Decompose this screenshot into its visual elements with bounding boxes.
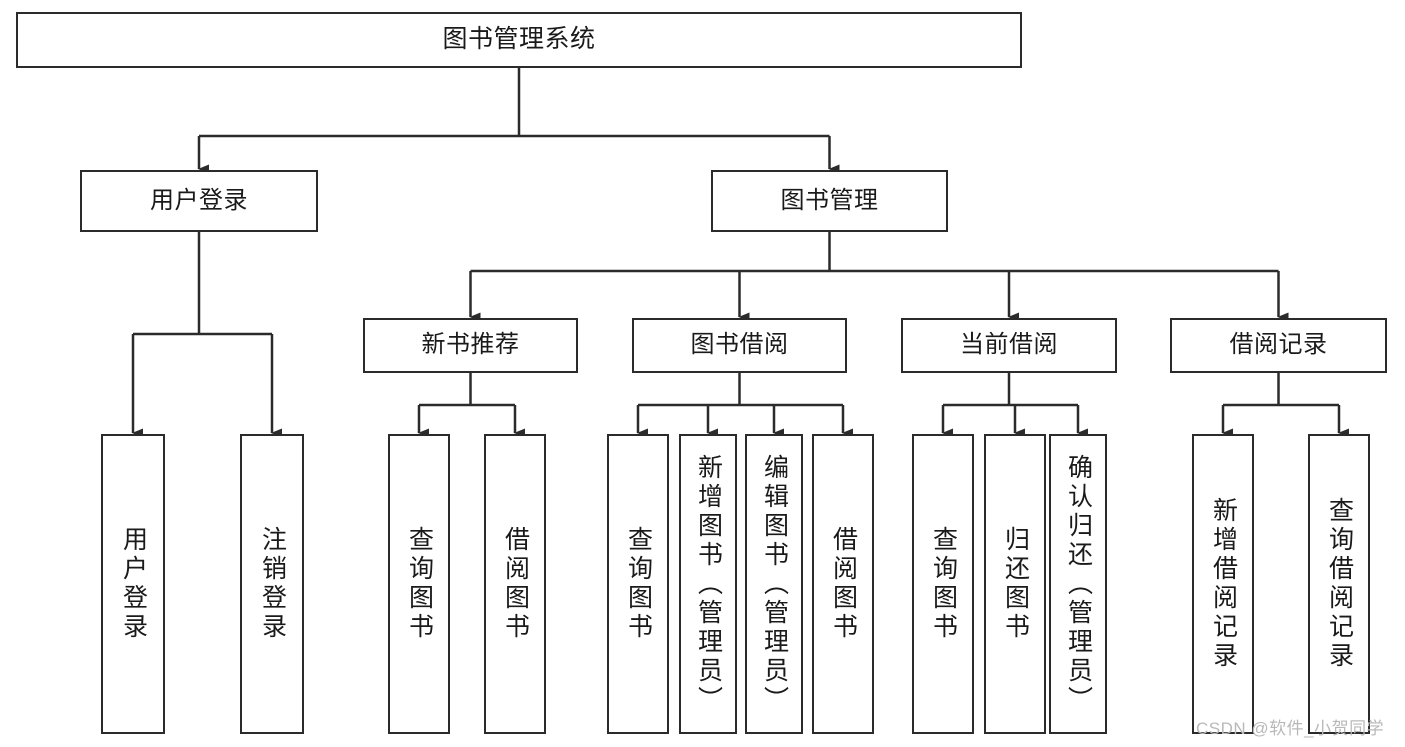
node-label: 新增图书（管理员） [694, 453, 723, 715]
node-label: 图书管理系统 [442, 25, 596, 54]
node-leaf-return-book[interactable]: 归还图书 [984, 434, 1046, 734]
node-book-borrow[interactable]: 图书借阅 [632, 318, 847, 373]
node-label: 用户登录 [150, 186, 248, 214]
node-leaf-add-record[interactable]: 新增借阅记录 [1192, 434, 1254, 734]
node-label: 图书借阅 [690, 331, 789, 359]
node-leaf-logout[interactable]: 注销登录 [240, 434, 304, 734]
node-leaf-borrow-book-1[interactable]: 借阅图书 [484, 434, 546, 734]
node-label: 归还图书 [1001, 526, 1030, 642]
node-label: 新书推荐 [421, 331, 520, 359]
node-label: 借阅记录 [1229, 331, 1328, 359]
node-label: 查询图书 [624, 526, 653, 642]
watermark-text: CSDN @软件_小贺同学 [1196, 719, 1385, 738]
node-root[interactable]: 图书管理系统 [16, 12, 1022, 68]
node-user-login[interactable]: 用户登录 [80, 170, 318, 232]
node-label: 当前借阅 [960, 331, 1058, 359]
node-leaf-query-book-3[interactable]: 查询图书 [912, 434, 974, 734]
node-label: 查询图书 [929, 526, 958, 642]
node-label: 借阅图书 [829, 526, 858, 642]
node-leaf-query-book-1[interactable]: 查询图书 [388, 434, 450, 734]
node-leaf-borrow-book-2[interactable]: 借阅图书 [812, 434, 874, 734]
node-label: 编辑图书（管理员） [760, 453, 789, 715]
node-label: 图书管理 [780, 186, 879, 214]
node-leaf-confirm-return[interactable]: 确认归还（管理员） [1049, 434, 1107, 734]
node-leaf-query-book-2[interactable]: 查询图书 [607, 434, 669, 734]
node-label: 借阅图书 [501, 526, 530, 642]
node-leaf-query-record[interactable]: 查询借阅记录 [1308, 434, 1370, 734]
node-current-borrow[interactable]: 当前借阅 [901, 318, 1117, 373]
node-book-manage[interactable]: 图书管理 [711, 170, 948, 232]
node-new-book-recommend[interactable]: 新书推荐 [363, 318, 578, 373]
node-borrow-record[interactable]: 借阅记录 [1170, 318, 1387, 373]
node-label: 查询图书 [405, 526, 434, 642]
node-label: 新增借阅记录 [1209, 497, 1238, 671]
node-label: 确认归还（管理员） [1064, 453, 1093, 715]
node-leaf-add-book[interactable]: 新增图书（管理员） [679, 434, 737, 734]
node-leaf-edit-book[interactable]: 编辑图书（管理员） [745, 434, 803, 734]
node-leaf-user-login[interactable]: 用户登录 [101, 434, 165, 734]
node-label: 用户登录 [119, 526, 148, 642]
node-label: 查询借阅记录 [1325, 497, 1354, 671]
node-label: 注销登录 [258, 526, 287, 642]
